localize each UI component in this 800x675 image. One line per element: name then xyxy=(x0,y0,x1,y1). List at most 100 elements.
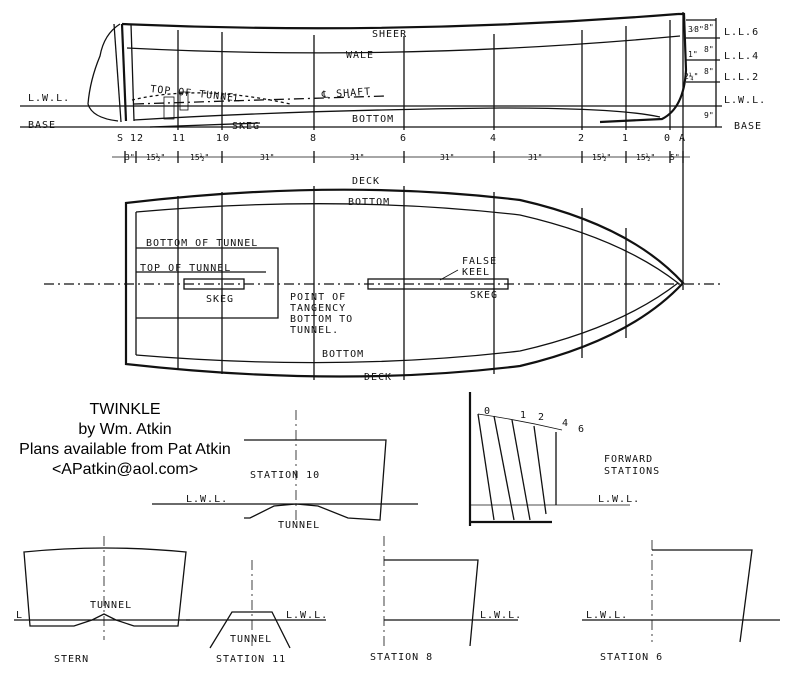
shaft-bearing xyxy=(163,96,175,120)
plan-caption: TWINKLE by Wm. Atkin Plans available fro… xyxy=(0,400,250,480)
station-num-8: 8 xyxy=(310,133,317,144)
lwl-label-left: L.W.L. xyxy=(28,93,70,104)
tangency-line-4: TUNNEL. xyxy=(290,325,339,336)
false-keel-plan xyxy=(367,278,509,290)
bottom-of-tunnel-box xyxy=(136,247,279,319)
forward-title-2: STATIONS xyxy=(604,466,660,477)
plan-view: DECK BOTTOM BOTTOM OF TUNNEL TOP OF TUNN… xyxy=(44,176,720,383)
transom-aft xyxy=(130,23,135,122)
station-num-a: A xyxy=(679,133,686,144)
section-forward-stations: 0 1 2 4 6 FORWARD STATIONS L.W.L. xyxy=(468,392,660,526)
profile-view: SHEER WALE L.W.L. BASE TOP OF TUNNEL ℄ S… xyxy=(20,12,765,290)
bottom-top-label: BOTTOM xyxy=(348,197,390,208)
section-station-8: L.W.L. STATION 8 xyxy=(370,536,522,663)
base-label-right: BASE xyxy=(734,121,762,132)
waterline-spacing-2: 8" xyxy=(704,45,714,54)
false-keel-leader xyxy=(439,269,459,281)
plan-station-lines xyxy=(177,186,627,380)
deck-bottom-label: DECK xyxy=(364,372,392,383)
transom xyxy=(120,23,128,122)
station-lines xyxy=(177,12,684,290)
waterline-ll6: L.L.6 xyxy=(724,27,759,38)
false-keel-label-1: FALSE xyxy=(462,256,497,267)
deck-top-label: DECK xyxy=(352,176,380,187)
station-11-label: STATION 11 xyxy=(216,654,286,665)
shaft-strut xyxy=(179,91,189,111)
spacing-6: 31" xyxy=(440,153,454,162)
bottom-of-tunnel-label: BOTTOM OF TUNNEL xyxy=(146,238,258,249)
sheer-dim-3: 2¼" xyxy=(684,72,698,81)
station-num-6: 6 xyxy=(400,133,407,144)
station-num-s: S xyxy=(117,133,124,144)
spacing-7: 31" xyxy=(528,153,542,162)
shaft-label: ℄ SHAFT xyxy=(320,87,371,101)
shaft-line xyxy=(133,95,387,105)
station-10-label: STATION 10 xyxy=(250,470,320,481)
top-of-tunnel-plan-label: TOP OF TUNNEL xyxy=(140,263,231,274)
waterline-spacing-3: 8" xyxy=(704,67,714,76)
forward-title-1: FORWARD xyxy=(604,454,653,465)
station-8-lwl: L.W.L. xyxy=(480,610,522,621)
caption-email[interactable]: <APatkin@aol.com> xyxy=(51,461,199,478)
stern-tunnel: TUNNEL xyxy=(90,600,132,611)
station-8-label: STATION 8 xyxy=(370,652,433,663)
stem xyxy=(599,12,688,124)
forward-num-4: 4 xyxy=(562,418,569,429)
skeg-profile xyxy=(149,122,261,128)
section-station-10: STATION 10 L.W.L. TUNNEL xyxy=(152,410,418,531)
spacing-1: 3" xyxy=(125,153,135,162)
station-11-lwl: L.W.L. xyxy=(286,610,328,621)
spacing-9: 15½" xyxy=(636,152,655,162)
spacing-5: 31" xyxy=(350,153,364,162)
tangency-line-1: POINT OF xyxy=(290,292,346,303)
tangency-line-2: TANGENCY xyxy=(290,303,346,314)
station-10-tunnel: TUNNEL xyxy=(278,520,320,531)
station-num-4: 4 xyxy=(490,133,497,144)
deck-outline xyxy=(124,188,685,378)
spacing-10: 5" xyxy=(670,153,680,162)
bottom-bottom-label: BOTTOM xyxy=(322,349,364,360)
station-6-label: STATION 6 xyxy=(600,652,663,663)
wale-label: WALE xyxy=(346,50,374,61)
caption-availability: Plans available from Pat Atkin xyxy=(19,441,231,458)
forward-lwl: L.W.L. xyxy=(598,494,640,505)
sheer-dim-2: 1" xyxy=(688,50,698,59)
section-station-6: L.W.L. STATION 6 xyxy=(582,540,780,663)
waterline-spacing-4: 9" xyxy=(704,111,714,120)
spacing-4: 31" xyxy=(260,153,274,162)
wale-line xyxy=(126,35,681,54)
forward-num-6: 6 xyxy=(578,424,585,435)
skeg-plan xyxy=(183,278,245,290)
bottom-profile xyxy=(133,107,661,121)
rudder-stock xyxy=(113,23,122,123)
station-num-10: 10 xyxy=(216,133,230,144)
bottom-outline xyxy=(135,203,680,364)
caption-author: by Wm. Atkin xyxy=(78,421,172,438)
spacing-3: 15½" xyxy=(190,152,209,162)
station-6-lwl: L.W.L. xyxy=(586,610,628,621)
spacing-8: 15½" xyxy=(592,152,611,162)
forward-num-2: 2 xyxy=(538,412,545,423)
waterline-ll4: L.L.4 xyxy=(724,51,759,62)
station-num-2: 2 xyxy=(578,133,585,144)
forward-num-0: 0 xyxy=(484,406,491,417)
station-num-1: 1 xyxy=(622,133,629,144)
station-num-11: 11 xyxy=(172,133,186,144)
sheer-line xyxy=(121,12,679,30)
spacing-2: 15½" xyxy=(146,152,165,162)
waterline-ticks xyxy=(686,18,720,127)
forward-num-1: 1 xyxy=(520,410,527,421)
stern-lwl: L xyxy=(16,610,23,621)
station-num-12: 12 xyxy=(130,133,144,144)
station-num-0: 0 xyxy=(664,133,671,144)
skeg-plan-label-right: SKEG xyxy=(470,290,498,301)
spacing-ticks xyxy=(124,151,684,163)
waterline-ll2: L.L.2 xyxy=(724,72,759,83)
sheer-dim-1: 3⁄8" xyxy=(688,25,704,34)
station-10-lwl: L.W.L. xyxy=(186,494,228,505)
tangency-line-3: BOTTOM TO xyxy=(290,314,353,325)
section-stern: L TUNNEL STERN xyxy=(14,536,190,665)
caption-title: TWINKLE xyxy=(89,401,161,418)
bottom-profile-label: BOTTOM xyxy=(352,114,394,125)
